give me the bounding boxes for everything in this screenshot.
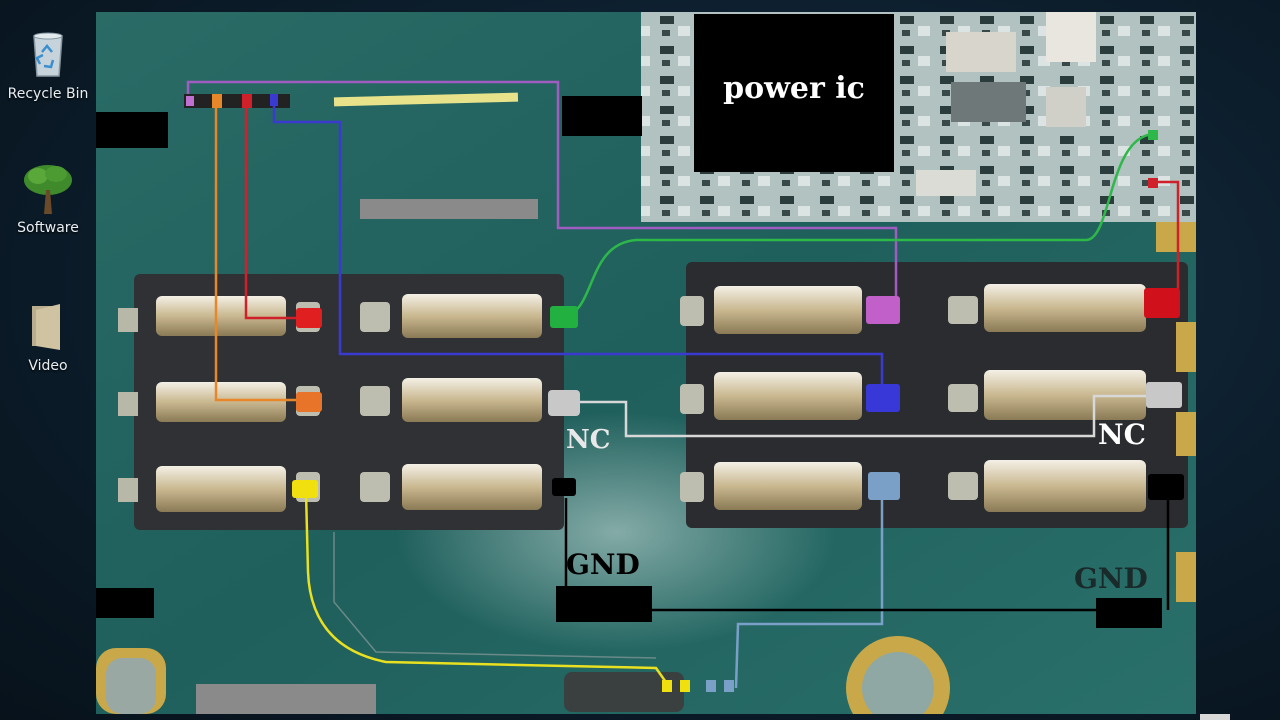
left-sim-pins [118, 294, 542, 512]
nc-label-right: NC [1098, 418, 1146, 451]
gnd-block-left [556, 586, 652, 622]
power-ic-label: power ic [723, 71, 865, 106]
gnd-label-right: GND [1074, 562, 1148, 595]
pin-markers [292, 130, 1184, 692]
tree-icon [24, 165, 72, 214]
wire-traces [186, 80, 1180, 689]
desktop-icon-software[interactable]: Software [6, 160, 90, 236]
desktop-icon-recycle-bin[interactable]: Recycle Bin [6, 26, 90, 102]
desktop-icon-video[interactable]: Video [6, 298, 90, 374]
right-sim-pins [680, 284, 1146, 512]
top-connector [184, 94, 290, 108]
image-viewer: power ic [96, 12, 1196, 714]
desktop-icon-label: Video [28, 358, 68, 374]
desktop-icon-label: Software [17, 220, 79, 236]
recycle-bin-icon [33, 32, 63, 77]
gnd-label-left: GND [566, 548, 640, 581]
nc-label-left: NC [566, 425, 610, 455]
gnd-block-right [1096, 598, 1162, 628]
desktop-icon-label: Recycle Bin [7, 86, 89, 102]
viewer-resize-handle[interactable] [1200, 714, 1230, 720]
power-ic-chip [694, 14, 894, 172]
folder-icon [32, 304, 60, 350]
pcb-schematic-image: power ic [96, 12, 1196, 714]
